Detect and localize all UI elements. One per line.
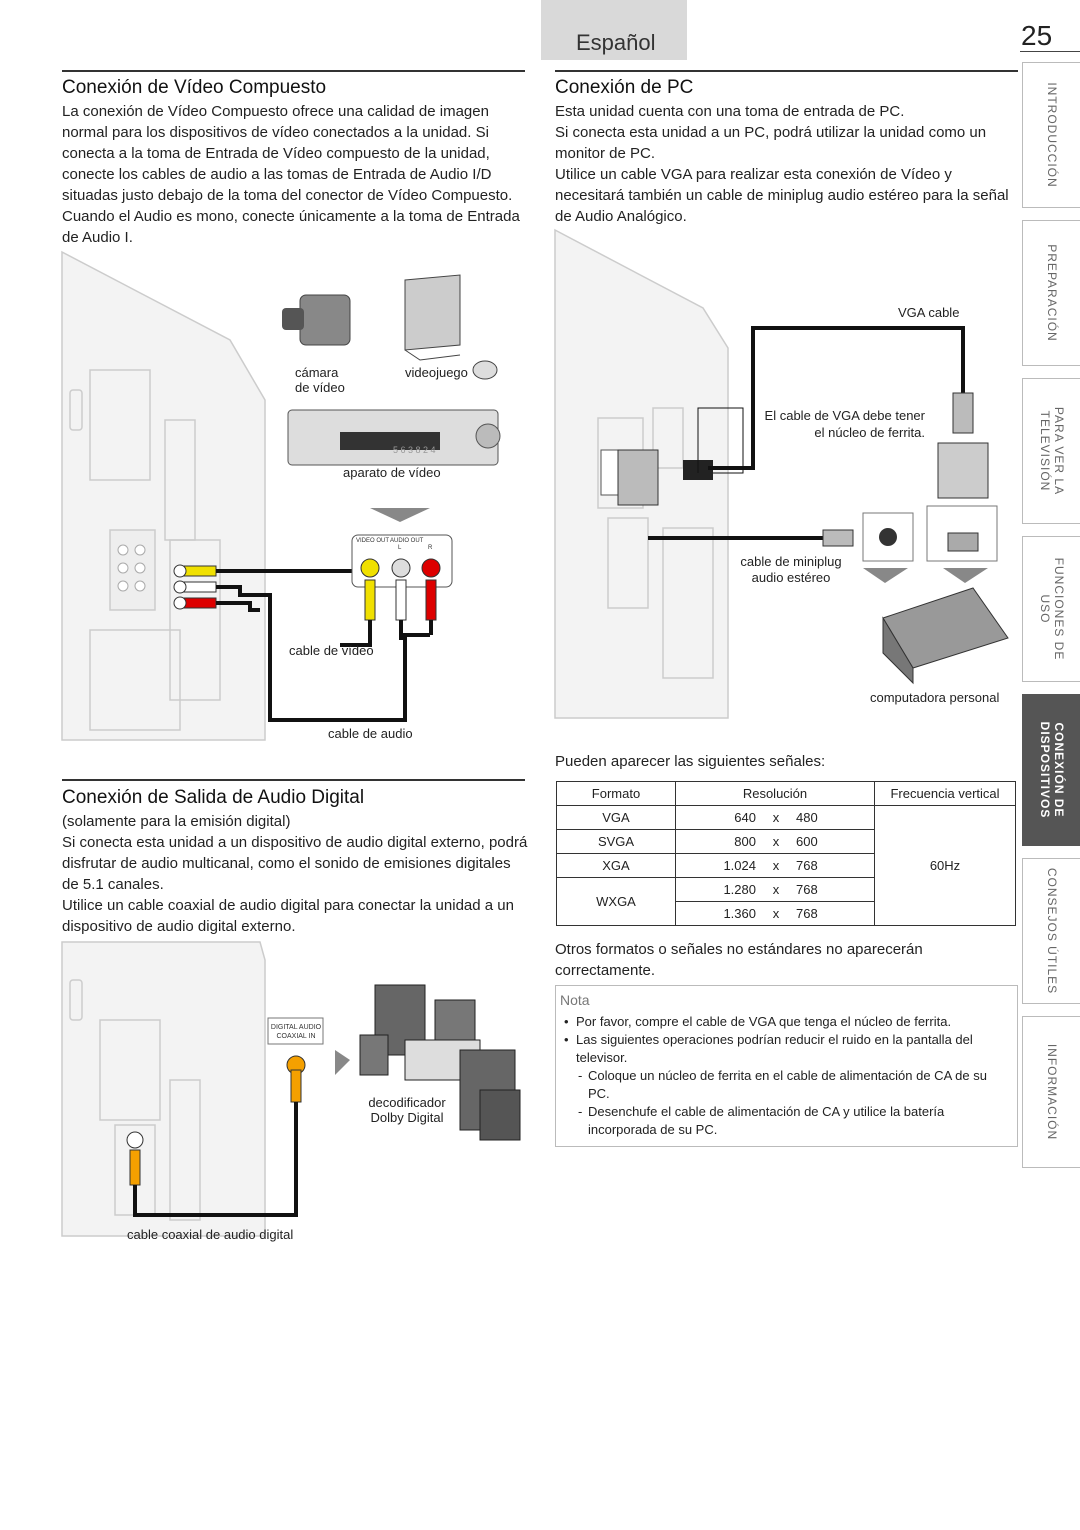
table-row: VGA 640 x 480 60Hz [556,805,1016,926]
sidebar-item-funciones-de-uso[interactable]: FUNCIONES DE USO [1022,536,1080,682]
pc-paragraph-1: Esta unidad cuenta con una toma de entra… [555,103,905,120]
decoder-label: decodificador Dolby Digital [368,1095,446,1125]
note-subitem: Coloque un núcleo de ferrita en el cable… [560,1067,1008,1103]
cell-x: x [756,853,796,878]
section-rule [555,70,1018,72]
pc-title: Conexión de PC [555,77,694,98]
pc-paragraph-2: Si conecta esta unidad a un PC, podrá ut… [555,124,987,162]
sidebar-item-para-ver-la-television[interactable]: PARA VER LA TELEVISIÓN [1022,378,1080,524]
composite-title: Conexión de Vídeo Compuesto [62,77,327,98]
col-header-format: Formato [556,781,676,806]
cell-height: 768 [796,877,875,902]
table-header-row: Formato Resolución Frecuencia vertical [556,781,1016,806]
cell-width: 1.024 [675,853,756,878]
table-row: SVGA 800 x 600 [556,829,1016,854]
cell-x: x [756,805,796,830]
other-formats-text: Otros formatos o señales no estándares n… [555,941,923,979]
computer-label: computadora personal [870,690,1000,705]
cell-format: XGA [556,853,676,878]
note-item: Las siguientes operaciones podrían reduc… [560,1031,1008,1067]
audio-l-label: L [398,545,402,551]
camcorder-label: cámara de vídeo [295,365,345,395]
composite-text: La conexión de Vídeo Compuesto ofrece un… [62,103,520,246]
cell-width: 800 [675,829,756,854]
page-number: 25 [1021,20,1053,51]
audio-out-label: AUDIO OUT [390,538,424,544]
cell-width: 1.360 [675,901,756,926]
cell-frequency: 60Hz [874,805,1016,926]
audio-cable-label: cable de audio [328,726,413,741]
note-box [555,985,1018,1147]
cell-format: WXGA [556,877,676,926]
note-list: Por favor, compre el cable de VGA que te… [560,1013,1008,1139]
language-tab [541,0,687,60]
ferrite-note-label: El cable de VGA debe tener el núcleo de … [764,408,925,440]
table-row: XGA 1.024 x 768 [556,853,1016,878]
note-title: Nota [560,992,590,1008]
digital-jack-label: DIGITAL AUDIO COAXIAL IN [270,1024,322,1040]
tv-jacks [117,544,146,592]
tv-back-panel [61,941,266,1237]
note-subitem: Desenchufe el cable de alimentación de C… [560,1103,1008,1139]
cell-width: 1.280 [675,877,756,902]
sidebar-item-informacion[interactable]: INFORMACIÓN [1022,1016,1080,1168]
cell-height: 480 [796,805,875,830]
cell-format: SVGA [556,829,676,854]
sidebar-item-conexion-de-dispositivos[interactable]: CONEXIÓN DE DISPOSITIVOS [1022,694,1080,846]
vcr-display: 5 6 3 8 2 4 [393,445,436,455]
miniplug-label: cable de miniplug audio estéreo [740,554,842,585]
signal-table: Formato Resolución Frecuencia vertical V… [556,781,1016,926]
cell-width: 640 [675,805,756,830]
coax-cable-label: cable coaxial de audio digital [127,1227,294,1242]
col-header-resolution: Resolución [675,781,875,806]
section-rule [62,70,525,72]
note-item: Por favor, compre el cable de VGA que te… [560,1013,1008,1031]
digital-diagram [61,941,521,1237]
cell-x: x [756,877,796,902]
audio-r-label: R [428,545,433,551]
cell-height: 768 [796,853,875,878]
vcr-label: aparato de vídeo [343,465,441,480]
signals-intro: Pueden aparecer las siguientes señales: [555,753,826,770]
pc-paragraph-3: Utilice un cable VGA para realizar esta … [555,166,1009,225]
digital-subtitle: (solamente para la emisión digital) [62,813,291,830]
section-rule [62,779,525,781]
col-header-frequency: Frecuencia vertical [874,781,1016,806]
pc-text: Esta unidad cuenta con una toma de entra… [555,101,1021,227]
cell-height: 600 [796,829,875,854]
video-cable-label: cable de vídeo [289,643,374,658]
digital-paragraph-2: Utilice un cable coaxial de audio digita… [62,897,514,935]
digital-paragraph-1: Si conecta esta unidad a un dispositivo … [62,834,528,893]
vga-cable-label: VGA cable [898,305,960,320]
cell-format: VGA [556,805,676,830]
sidebar-item-consejos-utiles[interactable]: CONSEJOS ÚTILES [1022,858,1080,1004]
console-label: videojuego [405,365,468,380]
video-out-label: VIDEO OUT [356,538,390,544]
cell-x: x [756,901,796,926]
composite-diagram [61,250,501,741]
page-number-rule [1020,51,1080,52]
pc-diagram [554,228,1009,719]
language-label: Español [576,30,656,55]
digital-title: Conexión de Salida de Audio Digital [62,787,365,808]
tv-plugs [173,564,217,610]
sidebar-item-introduccion[interactable]: INTRODUCCIÓN [1022,62,1080,208]
sidebar-item-preparacion[interactable]: PREPARACIÓN [1022,220,1080,366]
cell-height: 768 [796,901,875,926]
tv-back-panel [61,250,266,741]
cell-x: x [756,829,796,854]
digital-text: (solamente para la emisión digital) Si c… [62,811,528,937]
table-row: 1.360 x 768 [557,901,1016,926]
